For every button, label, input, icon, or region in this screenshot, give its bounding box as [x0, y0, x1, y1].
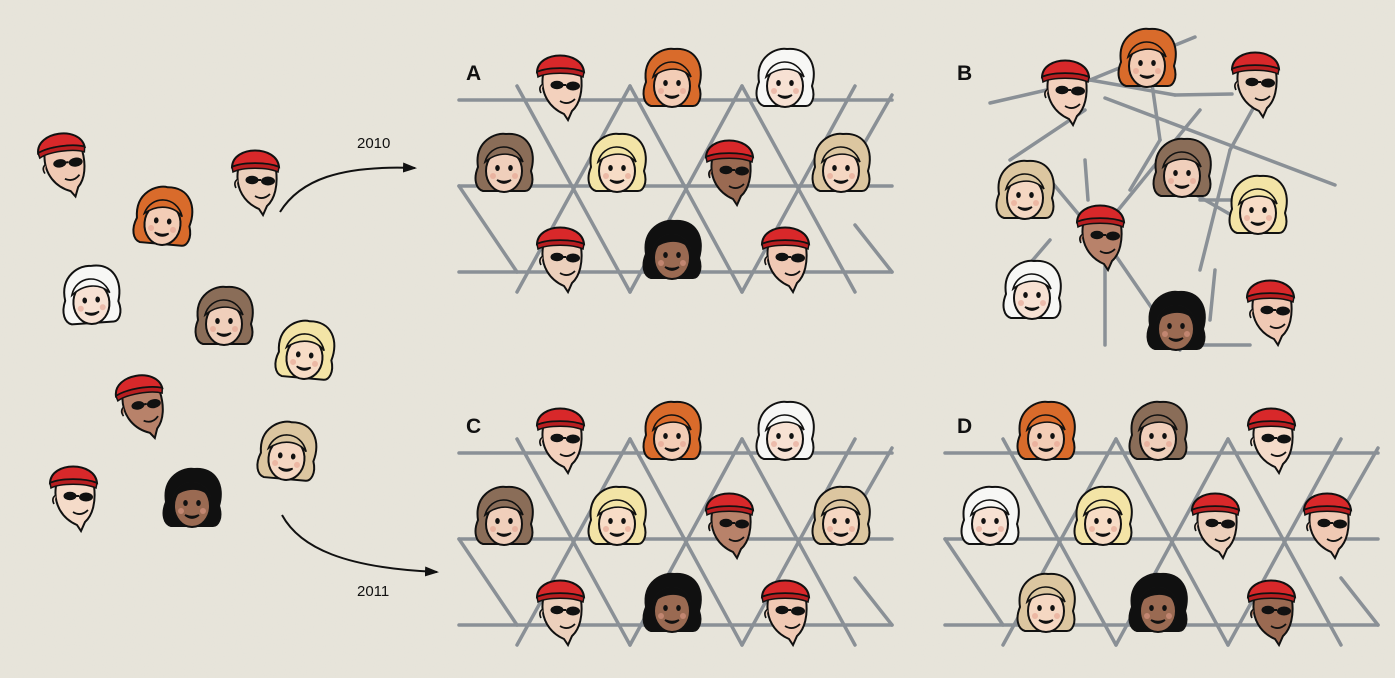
person-face: [1228, 174, 1288, 235]
network-edge: [853, 223, 894, 274]
person-face: [1117, 27, 1177, 88]
network-edge: [1208, 268, 1217, 322]
person-face: [642, 219, 702, 280]
person-with-beanie: [1230, 51, 1281, 120]
person-with-beanie: [1190, 492, 1241, 561]
network-edge: [457, 184, 519, 274]
person-with-beanie: [1075, 204, 1126, 273]
network-edge: [1226, 437, 1343, 647]
panel-c-edges: [457, 437, 894, 647]
person-with-beanie: [704, 492, 755, 561]
person-face: [256, 420, 318, 482]
person-with-beanie: [704, 139, 755, 208]
person-with-beanie: [760, 579, 811, 648]
person-with-beanie: [535, 54, 586, 123]
panel-d-label: D: [957, 415, 972, 438]
network-edge: [740, 437, 857, 647]
person-with-beanie: [37, 132, 87, 199]
person-face: [995, 159, 1055, 220]
network-edge: [1001, 437, 1118, 647]
person-face: [1016, 572, 1076, 633]
panel-b-label: B: [957, 62, 972, 85]
person-face: [642, 572, 702, 633]
person-with-beanie: [1040, 59, 1091, 128]
person-face: [1152, 137, 1212, 198]
person-face: [1002, 259, 1062, 320]
network-edge: [628, 84, 744, 294]
person-face: [811, 132, 871, 193]
network-edge: [515, 437, 632, 647]
person-face: [1073, 485, 1133, 546]
network-edge: [740, 84, 857, 294]
person-with-beanie: [1302, 492, 1353, 561]
network-edge: [1088, 78, 1177, 97]
person-with-beanie: [535, 226, 586, 295]
person-with-beanie: [535, 579, 586, 648]
network-edge: [457, 537, 519, 627]
person-with-beanie: [114, 374, 164, 441]
people: [37, 27, 1353, 648]
person-face: [474, 485, 534, 546]
network-edge: [853, 576, 894, 627]
network-edge: [515, 84, 632, 294]
person-with-beanie: [48, 465, 99, 534]
person-face: [1016, 400, 1076, 461]
person-face: [1146, 290, 1206, 351]
network-edge: [1339, 576, 1380, 627]
network-edge: [1228, 103, 1257, 152]
network-edge: [1114, 437, 1230, 647]
network-edge: [1128, 138, 1162, 192]
person-face: [162, 467, 222, 528]
network-edge: [1103, 96, 1337, 187]
year-label-2011: 2011: [357, 583, 389, 600]
arrow-2010: [279, 162, 417, 213]
network-edge: [1198, 148, 1232, 272]
person-face: [62, 264, 122, 326]
year-label-2010: 2010: [357, 135, 390, 152]
person-with-beanie: [1246, 407, 1297, 476]
network-edge: [1173, 92, 1234, 97]
person-with-beanie: [535, 407, 586, 476]
person-face: [642, 47, 702, 108]
person-face: [755, 47, 815, 108]
person-face: [194, 285, 254, 346]
person-face: [811, 485, 871, 546]
person-face: [1128, 400, 1188, 461]
person-face: [960, 485, 1020, 546]
person-with-beanie: [1245, 279, 1296, 348]
person-with-beanie: [1246, 579, 1297, 648]
person-face: [474, 132, 534, 193]
arrow-2011: [281, 514, 439, 577]
panel-c-label: C: [466, 415, 481, 438]
network-edge: [1083, 158, 1090, 202]
person-face: [642, 400, 702, 461]
person-with-beanie: [760, 226, 811, 295]
person-face: [1128, 572, 1188, 633]
person-face: [274, 319, 336, 381]
network-edge: [943, 537, 1005, 627]
person-face: [587, 485, 647, 546]
person-face: [755, 400, 815, 461]
person-face: [587, 132, 647, 193]
network-edge: [628, 437, 744, 647]
panel-a-label: A: [466, 62, 481, 85]
person-face: [132, 185, 194, 247]
person-with-beanie: [230, 149, 281, 218]
